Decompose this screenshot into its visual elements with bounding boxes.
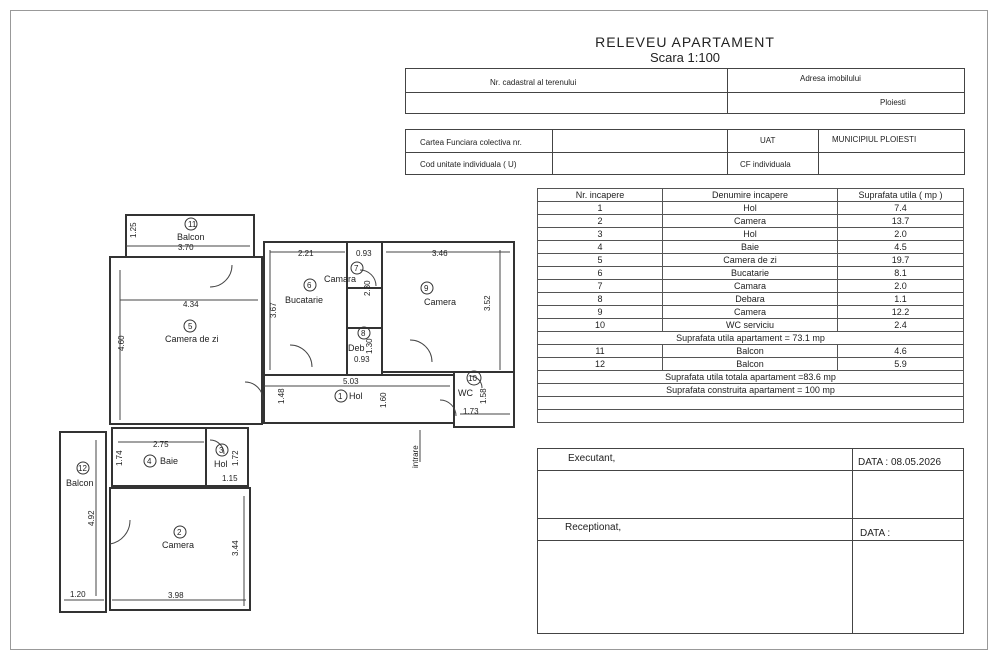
dimension-label: 0.93 (356, 249, 372, 258)
room-label: Camera (162, 540, 194, 550)
room-2-wall (109, 487, 251, 611)
room-number: 10 (468, 374, 477, 383)
dimension-label: 3.67 (269, 302, 278, 318)
room-number: 3 (219, 446, 224, 455)
dimension-label: 1.48 (277, 388, 286, 404)
dimension-label: 3.52 (483, 295, 492, 311)
room-label: Camera (424, 297, 456, 307)
room-number: 1 (338, 392, 343, 401)
room-number: 5 (188, 322, 193, 331)
data-executant: DATA : 08.05.2026 (858, 457, 942, 468)
table-summary-row: Suprafata construita apartament = 100 mp (537, 383, 964, 397)
dimension-label: 4.60 (117, 335, 126, 351)
table-empty-row (537, 409, 964, 423)
room-label: Deb (348, 343, 365, 353)
adresa-value: Ploiesti (880, 98, 906, 107)
bathroom-wall (111, 427, 249, 487)
dimension-label: 5.03 (343, 377, 359, 386)
drawing-sheet (10, 10, 988, 650)
balcony-12-wall (59, 431, 107, 613)
receptionat-label: Receptionat, (565, 522, 622, 533)
document-title: RELEVEU APARTAMENT (595, 34, 775, 50)
dimension-label: 3.70 (178, 243, 194, 252)
adresa-label: Adresa imobilului (800, 74, 861, 83)
living-room-wall (109, 256, 263, 425)
dimension-label: 1.73 (463, 407, 479, 416)
room-label: Baie (160, 456, 178, 466)
dimension-label: 1.25 (129, 222, 138, 238)
document-scale: Scara 1:100 (649, 50, 721, 65)
room-number: 7 (354, 264, 359, 273)
dimension-label: 1.72 (231, 450, 240, 466)
dimension-label: 1.74 (115, 450, 124, 466)
carte-funciara-label: Cartea Funciara colectiva nr. (420, 138, 522, 147)
room-number: 8 (361, 329, 366, 338)
dimension-label: 3.46 (432, 249, 448, 258)
rooms-table: Nr. incapere Denumire incapere Suprafata… (537, 188, 964, 423)
dimension-label: 1.58 (479, 388, 488, 404)
entrance-label: intrare (411, 445, 420, 468)
dimension-label: 4.92 (87, 510, 96, 526)
cadastral-box (405, 68, 965, 114)
room-number: 4 (147, 457, 152, 466)
dimension-label: 1.20 (70, 590, 86, 599)
room-label: Hol (214, 459, 228, 469)
room-label: Balcon (66, 478, 94, 488)
uat-value: MUNICIPIUL PLOIESTI (832, 135, 917, 144)
cod-unitate-label: Cod unitate individuala ( U) (420, 160, 517, 169)
room-number: 12 (78, 464, 87, 473)
dimension-label: 1.15 (222, 474, 238, 483)
dimension-label: 4.34 (183, 300, 199, 309)
wc-wall (453, 371, 515, 428)
uat-label: UAT (760, 136, 776, 145)
nr-cadastral-label: Nr. cadastral al terenului (490, 78, 577, 87)
room-number: 2 (177, 528, 182, 537)
dimension-label: 2.30 (363, 280, 372, 296)
room-label: WC (458, 388, 473, 398)
room-label: Hol (349, 391, 363, 401)
room-label: Balcon (177, 232, 205, 242)
dimension-label: 0.93 (354, 355, 370, 364)
dimension-label: 1.60 (379, 392, 388, 408)
room-number: 11 (188, 220, 197, 229)
room-9-wall (381, 241, 515, 373)
signature-box (537, 448, 964, 634)
dimension-label: 3.44 (231, 540, 240, 556)
suprafata-construita: Suprafata construita apartament = 100 mp (537, 383, 964, 397)
room-label: Bucatarie (285, 295, 323, 305)
room-number: 6 (307, 281, 312, 290)
cf-label: CF individuala (740, 160, 791, 169)
executant-label: Executant, (568, 453, 616, 464)
room-label: Camara (324, 274, 356, 284)
dimension-label: 3.98 (168, 591, 184, 600)
dimension-label: 2.75 (153, 440, 169, 449)
room-number: 9 (424, 284, 429, 293)
room-label: Camera de zi (165, 334, 219, 344)
dimension-label: 2.21 (298, 249, 314, 258)
dimension-label: 1.30 (365, 338, 374, 354)
data-receptionat: DATA : (860, 528, 891, 539)
